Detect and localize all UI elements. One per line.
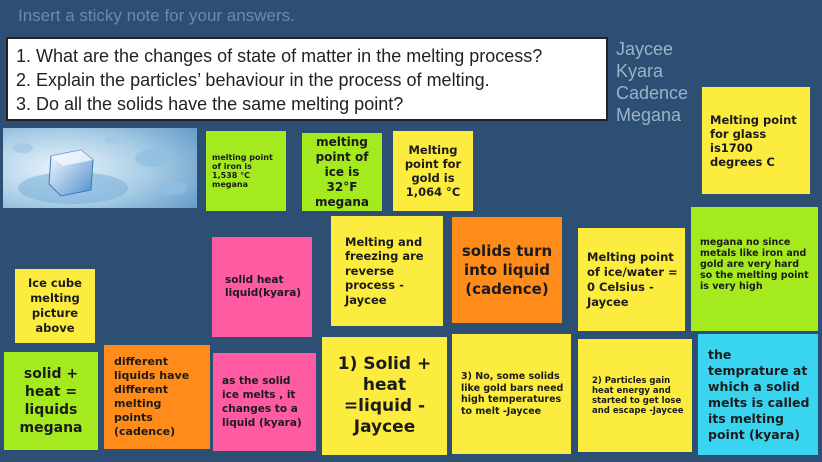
ice-cube-photo[interactable] xyxy=(3,128,197,208)
note-temperature-definition[interactable]: the temprature at which a solid melts is… xyxy=(698,334,818,455)
note-different-liquids[interactable]: different liquids have different melting… xyxy=(104,345,210,449)
note-ice-water-text: Melting point of ice/water = 0 Celsius -… xyxy=(587,249,678,309)
student-names: Jaycee Kyara Cadence Megana xyxy=(616,38,688,126)
note-megana-no-text: megana no since metals like iron and gol… xyxy=(700,237,809,292)
note-glass-melting-point[interactable]: Melting point for glass is1700 degrees C xyxy=(702,87,810,194)
note-solid-heat-kyara-text: solid heat liquid(kyara) xyxy=(225,274,302,299)
note-iron-text: melting point of iron is 1,538 °C megana xyxy=(212,153,273,189)
note-gold-text: Melting point for gold is 1,064 °C xyxy=(404,143,462,199)
note-solid-heat-megana[interactable]: solid + heat = liquids megana xyxy=(4,352,98,450)
note-gold-melting-point[interactable]: Melting point for gold is 1,064 °C xyxy=(393,131,473,211)
note-ice-water-celsius[interactable]: Melting point of ice/water = 0 Celsius -… xyxy=(578,228,685,331)
name-kyara: Kyara xyxy=(616,61,664,81)
note-different-liquids-text: different liquids have different melting… xyxy=(114,355,190,438)
questions-box[interactable]: 1. What are the changes of state of matt… xyxy=(6,37,608,121)
note-iron-melting-point[interactable]: melting point of iron is 1,538 °C megana xyxy=(206,131,286,211)
note-ice-f-text: melting point of ice is 32°F megana xyxy=(315,134,369,209)
note-particles-text: 2) Particles gain heat energy and starte… xyxy=(592,375,684,416)
note-solid-heat-jaycee-text: 1) Solid + heat =liquid -Jaycee xyxy=(337,354,432,437)
note-some-solids-text: 3) No, some solids like gold bars need h… xyxy=(461,371,564,417)
name-megana: Megana xyxy=(616,105,682,125)
instruction-text: Insert a sticky note for your answers. xyxy=(18,6,295,25)
note-ice-fahrenheit[interactable]: melting point of ice is 32°F megana xyxy=(302,133,382,211)
note-solid-heat-megana-text: solid + heat = liquids megana xyxy=(19,366,83,436)
note-megana-no[interactable]: megana no since metals like iron and gol… xyxy=(691,207,818,331)
note-some-solids-no[interactable]: 3) No, some solids like gold bars need h… xyxy=(452,334,571,454)
name-cadence: Cadence xyxy=(616,83,689,103)
note-reverse-text: Melting and freezing are reverse process… xyxy=(345,234,424,307)
note-solid-ice-melts[interactable]: as the solid ice melts , it changes to a… xyxy=(213,353,316,451)
note-solid-heat-jaycee[interactable]: 1) Solid + heat =liquid -Jaycee xyxy=(322,337,447,455)
note-reverse-process[interactable]: Melting and freezing are reverse process… xyxy=(331,216,443,326)
note-solid-ice-melts-text: as the solid ice melts , it changes to a… xyxy=(222,375,302,429)
question-3: 3. Do all the solids have the same melti… xyxy=(16,94,404,114)
note-particles-gain-heat[interactable]: 2) Particles gain heat energy and starte… xyxy=(578,339,692,452)
note-solid-heat-kyara[interactable]: solid heat liquid(kyara) xyxy=(212,237,312,337)
note-solids-turn-text: solids turn into liquid (cadence) xyxy=(461,241,553,298)
note-ice-cube-picture[interactable]: Ice cube melting picture above xyxy=(15,269,95,343)
question-2: 2. Explain the particles’ behaviour in t… xyxy=(16,70,490,90)
note-ice-cube-text: Ice cube melting picture above xyxy=(28,276,82,335)
question-1: 1. What are the changes of state of matt… xyxy=(16,46,543,66)
note-solids-turn-liquid[interactable]: solids turn into liquid (cadence) xyxy=(452,217,562,323)
note-glass-text: Melting point for glass is1700 degrees C xyxy=(710,113,797,169)
note-temperature-text: the temprature at which a solid melts is… xyxy=(708,346,810,442)
name-jaycee: Jaycee xyxy=(616,39,674,59)
